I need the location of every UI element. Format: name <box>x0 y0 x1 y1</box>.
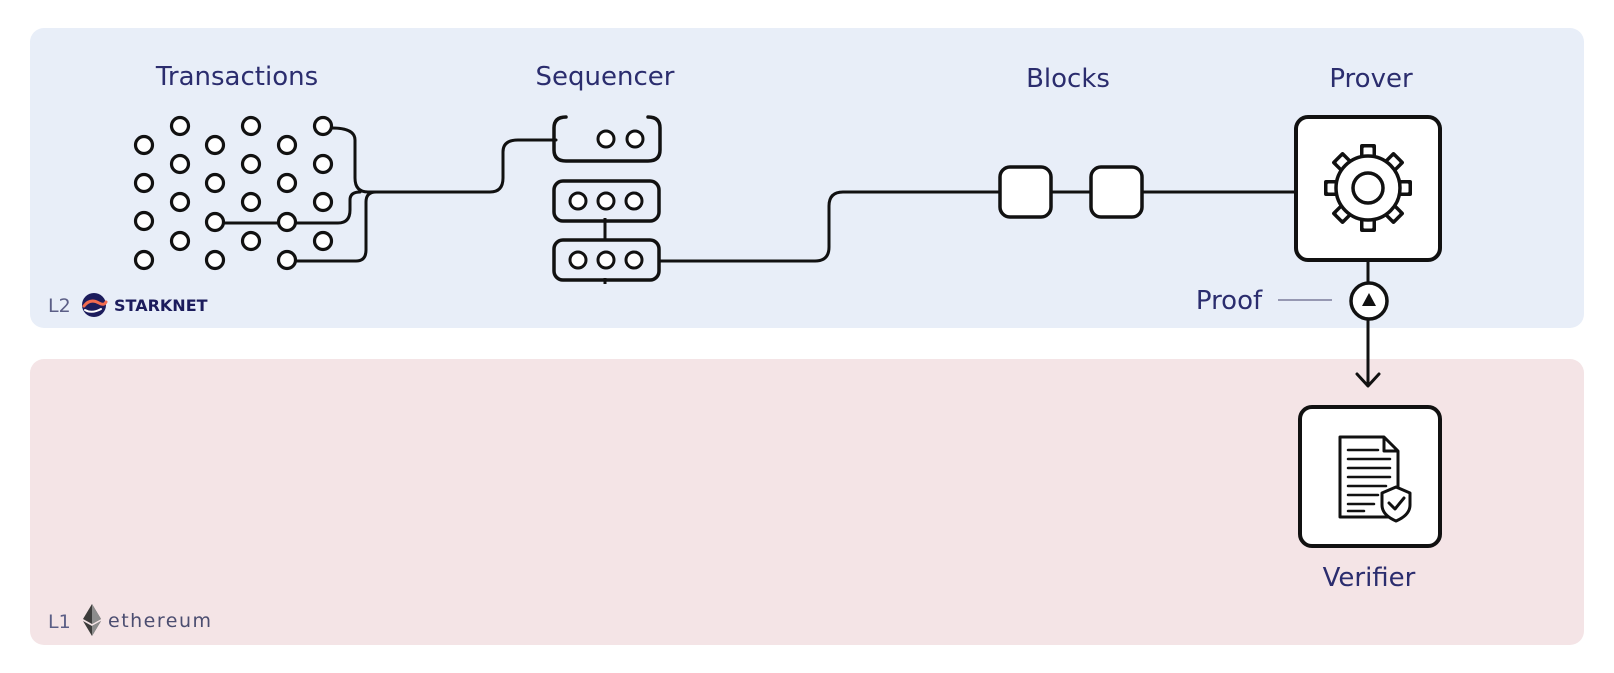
l2-layer-label: L2 <box>48 295 71 317</box>
transaction-dots <box>133 115 334 271</box>
transaction-dot <box>169 191 191 213</box>
block-1 <box>998 165 1053 219</box>
gear-icon-shape <box>1324 144 1412 232</box>
transaction-dot <box>169 230 191 252</box>
transaction-dot <box>240 115 262 137</box>
transaction-dot <box>204 134 226 156</box>
transaction-dot <box>204 249 226 271</box>
tx-connector-c <box>294 190 378 263</box>
pipeline-connector <box>659 190 1296 263</box>
blocks-title: Blocks <box>1026 64 1110 94</box>
block-2 <box>1089 165 1144 219</box>
transaction-dot <box>276 172 298 194</box>
transaction-dot <box>204 172 226 194</box>
transaction-dot <box>133 249 155 271</box>
starknet-logo-icon <box>82 293 108 317</box>
verifier-title: Verifier <box>1323 563 1416 593</box>
l1-layer-label: L1 <box>48 611 71 633</box>
transaction-dot <box>169 115 191 137</box>
proof-badge-triangle <box>1362 293 1376 306</box>
transaction-dot <box>169 153 191 175</box>
transaction-dot <box>204 211 226 233</box>
transaction-dot <box>276 211 298 233</box>
proof-label: Proof <box>1196 286 1263 316</box>
ethereum-brand: ethereum <box>108 610 213 632</box>
transaction-dot <box>312 115 334 137</box>
transactions-title: Transactions <box>155 62 318 92</box>
transaction-dot <box>240 230 262 252</box>
transaction-dot <box>240 191 262 213</box>
tx-connector-main <box>330 126 558 194</box>
transaction-dot <box>312 191 334 213</box>
transaction-dot <box>133 210 155 232</box>
ethereum-logo-icon <box>83 604 101 636</box>
transaction-dot <box>276 134 298 156</box>
proof-arrow <box>1355 258 1381 388</box>
transaction-connectors <box>221 126 558 263</box>
verified-document-icon <box>1338 435 1412 523</box>
sequencer-stack <box>552 115 662 284</box>
transaction-dot <box>133 134 155 156</box>
sequencer-slot-top <box>552 115 662 163</box>
tx-connector-b <box>294 190 362 225</box>
prover-title: Prover <box>1329 64 1413 94</box>
sequencer-title: Sequencer <box>536 62 675 92</box>
transaction-dot <box>133 172 155 194</box>
sequencer-slot-middle <box>552 179 661 223</box>
transaction-dot <box>276 249 298 271</box>
transaction-dot <box>312 230 334 252</box>
starknet-brand: STARKNET <box>114 296 208 315</box>
transaction-dot <box>240 153 262 175</box>
transaction-dot <box>312 153 334 175</box>
